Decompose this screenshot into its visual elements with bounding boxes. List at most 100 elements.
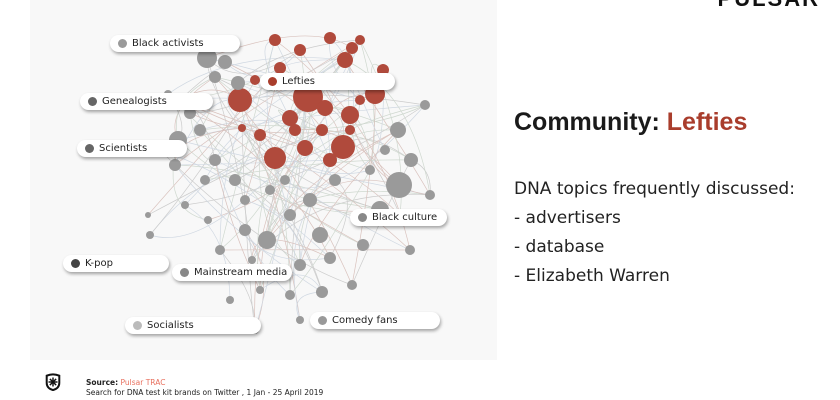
graph-node — [386, 172, 412, 198]
edge — [189, 47, 353, 114]
graph-node — [229, 174, 241, 186]
graph-node — [238, 124, 246, 132]
community-dot — [85, 144, 94, 153]
graph-node — [323, 153, 337, 167]
edge — [147, 67, 281, 216]
edge — [284, 104, 426, 181]
brand-logo: PULSAR — [718, 0, 820, 12]
edge — [174, 164, 323, 293]
label-comedy-fans[interactable]: Comedy fans — [310, 312, 440, 329]
edge — [159, 149, 353, 286]
edge — [266, 93, 376, 241]
graph-node — [425, 190, 435, 200]
topic-item: - advertisers — [514, 208, 621, 228]
graph-node — [200, 175, 210, 185]
edge — [299, 129, 399, 266]
graph-node — [258, 231, 276, 249]
community-dot — [118, 39, 127, 48]
edge — [174, 39, 361, 166]
edge — [344, 59, 431, 196]
graph-node — [355, 35, 365, 45]
graph-node — [331, 135, 355, 159]
edge — [199, 119, 296, 131]
graph-node — [296, 316, 304, 324]
edge — [289, 169, 371, 296]
graph-node — [324, 252, 336, 264]
source-description: Search for DNA test kit brands on Twitte… — [86, 388, 324, 397]
graph-node — [215, 245, 225, 255]
graph-node — [347, 280, 357, 290]
community-dot — [88, 97, 97, 106]
label-text: Genealogists — [102, 96, 167, 107]
edge — [234, 179, 323, 293]
graph-node — [269, 34, 281, 46]
graph-node — [405, 245, 415, 255]
edge — [159, 149, 331, 259]
label-text: Mainstream media — [194, 267, 288, 278]
source-link[interactable]: Pulsar TRAC — [120, 378, 166, 387]
edge — [259, 274, 323, 293]
graph-node — [329, 174, 341, 186]
edge — [266, 129, 399, 241]
community-dot — [318, 316, 327, 325]
graph-node — [316, 124, 328, 136]
edge — [329, 179, 348, 259]
graph-node — [357, 239, 369, 251]
graph-node — [316, 286, 328, 298]
topic-item: - Elizabeth Warren — [514, 266, 670, 286]
graph-node — [228, 88, 252, 112]
graph-node — [197, 48, 217, 68]
title-prefix: Community: — [514, 108, 667, 136]
pulsar-logo-icon — [45, 373, 61, 391]
graph-node — [355, 95, 365, 105]
label-genealogists[interactable]: Genealogists — [80, 93, 213, 110]
label-k-pop[interactable]: K-pop — [63, 255, 169, 272]
community-dot — [71, 259, 80, 268]
graph-node — [297, 140, 313, 156]
edge — [324, 107, 371, 171]
edge — [204, 47, 353, 181]
topics-intro: DNA topics frequently discussed: — [514, 179, 795, 199]
graph-node — [204, 216, 212, 224]
graph-node — [312, 227, 328, 243]
edge — [258, 134, 301, 266]
label-socialists[interactable]: Socialists — [125, 317, 261, 334]
label-mainstream-media[interactable]: Mainstream media — [172, 264, 292, 281]
source-note: Source: Pulsar TRAC Search for DNA test … — [86, 378, 323, 398]
edge — [312, 79, 401, 216]
edge — [167, 57, 346, 95]
label-black-activists[interactable]: Black activists — [110, 35, 240, 52]
edge — [266, 39, 291, 216]
graph-node — [264, 147, 286, 169]
source-label: Source: — [86, 378, 119, 387]
slide-title: Community: Lefties — [514, 108, 747, 137]
label-scientists[interactable]: Scientists — [77, 140, 187, 157]
graph-node — [239, 224, 251, 236]
topics-block: DNA topics frequently discussed: - adver… — [514, 175, 795, 291]
graph-node — [254, 129, 266, 141]
edge — [184, 204, 231, 301]
graph-node — [317, 100, 333, 116]
graph-node — [294, 259, 306, 271]
label-lefties[interactable]: Lefties — [260, 73, 395, 90]
graph-node — [209, 154, 221, 166]
graph-node — [209, 71, 221, 83]
edge — [149, 199, 246, 238]
graph-node — [250, 75, 260, 85]
graph-node — [390, 122, 406, 138]
edge — [206, 57, 253, 261]
edge — [174, 164, 381, 211]
community-dot — [133, 321, 142, 330]
edge — [149, 129, 351, 236]
graph-node — [285, 290, 295, 300]
edge — [214, 59, 346, 161]
community-dot — [358, 213, 367, 222]
graph-node — [274, 62, 286, 74]
graph-node — [303, 193, 317, 207]
label-text: Socialists — [147, 320, 194, 331]
network-svg — [145, 32, 435, 334]
graph-node — [345, 125, 355, 135]
graph-node — [265, 185, 275, 195]
graph-node — [226, 296, 234, 304]
label-black-culture[interactable]: Black culture — [350, 209, 447, 226]
